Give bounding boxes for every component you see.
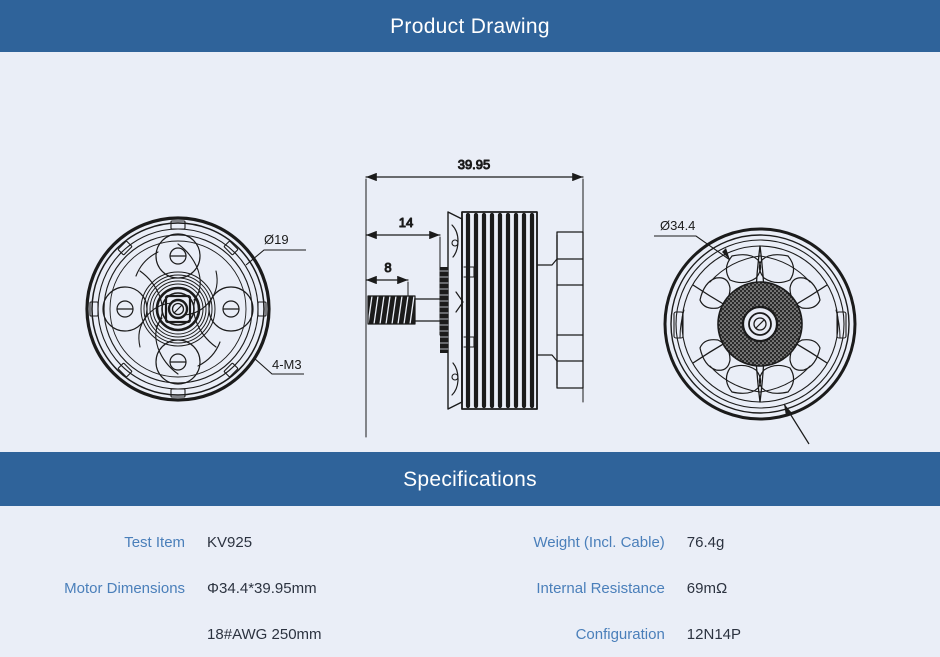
spec-label-test-item: Test Item: [124, 533, 186, 551]
dimension-14-label: 14: [399, 215, 413, 230]
spec-value-motor-dimensions: Φ34.4*39.95mm: [207, 579, 317, 597]
callout-4m3-leader: [253, 357, 304, 375]
bottom-leader-arrow: [783, 403, 810, 445]
side-view: 39.95 14 8: [352, 107, 612, 447]
callout-4m3-label: 4-M3: [272, 357, 302, 372]
drawing-canvas: Ø19 4-M3: [0, 52, 940, 452]
product-drawing-title: Product Drawing: [390, 14, 550, 38]
specifications-header: Specifications: [0, 452, 940, 506]
spec-label-configuration: Configuration: [575, 625, 665, 643]
motor-can: [461, 211, 538, 410]
product-drawing-header: Product Drawing: [0, 0, 940, 52]
spec-value-test-item: KV925: [207, 533, 253, 551]
specifications-title: Specifications: [403, 467, 537, 491]
spec-label-motor-dimensions: Motor Dimensions: [64, 579, 186, 597]
callout-dia344-leader: [654, 235, 731, 261]
table-row: Motor Dimensions Φ34.4*39.95mm Internal …: [0, 565, 940, 611]
spec-value-weight: 76.4g: [686, 533, 725, 551]
spec-value-configuration: 12N14P: [686, 625, 742, 643]
callout-dia19-leader: [245, 249, 306, 266]
specifications-table: Test Item KV925 Weight (Incl. Cable) 76.…: [0, 506, 940, 643]
table-row: 18#AWG 250mm Configuration 12N14P: [0, 611, 940, 657]
product-drawing-page: Product Drawing: [0, 0, 940, 643]
table-row: Test Item KV925 Weight (Incl. Cable) 76.…: [0, 519, 940, 565]
bottom-view: Ø19 4-M3: [78, 192, 328, 427]
spec-label-weight: Weight (Incl. Cable): [533, 533, 665, 551]
callout-dia19-label: Ø19: [264, 232, 289, 247]
motor-rear-boss: [536, 231, 584, 389]
spec-value-wire: 18#AWG 250mm: [207, 625, 322, 643]
spec-label-internal-resistance: Internal Resistance: [536, 579, 665, 597]
top-view: Ø34.4: [648, 164, 908, 454]
dimension-8-label: 8: [384, 260, 391, 275]
motor-shaft: [367, 295, 446, 325]
callout-dia344-label: Ø34.4: [660, 218, 695, 233]
dimension-total-length-label: 39.95: [458, 157, 491, 172]
motor-hub: [717, 281, 803, 367]
spec-value-internal-resistance: 69mΩ: [686, 579, 728, 597]
